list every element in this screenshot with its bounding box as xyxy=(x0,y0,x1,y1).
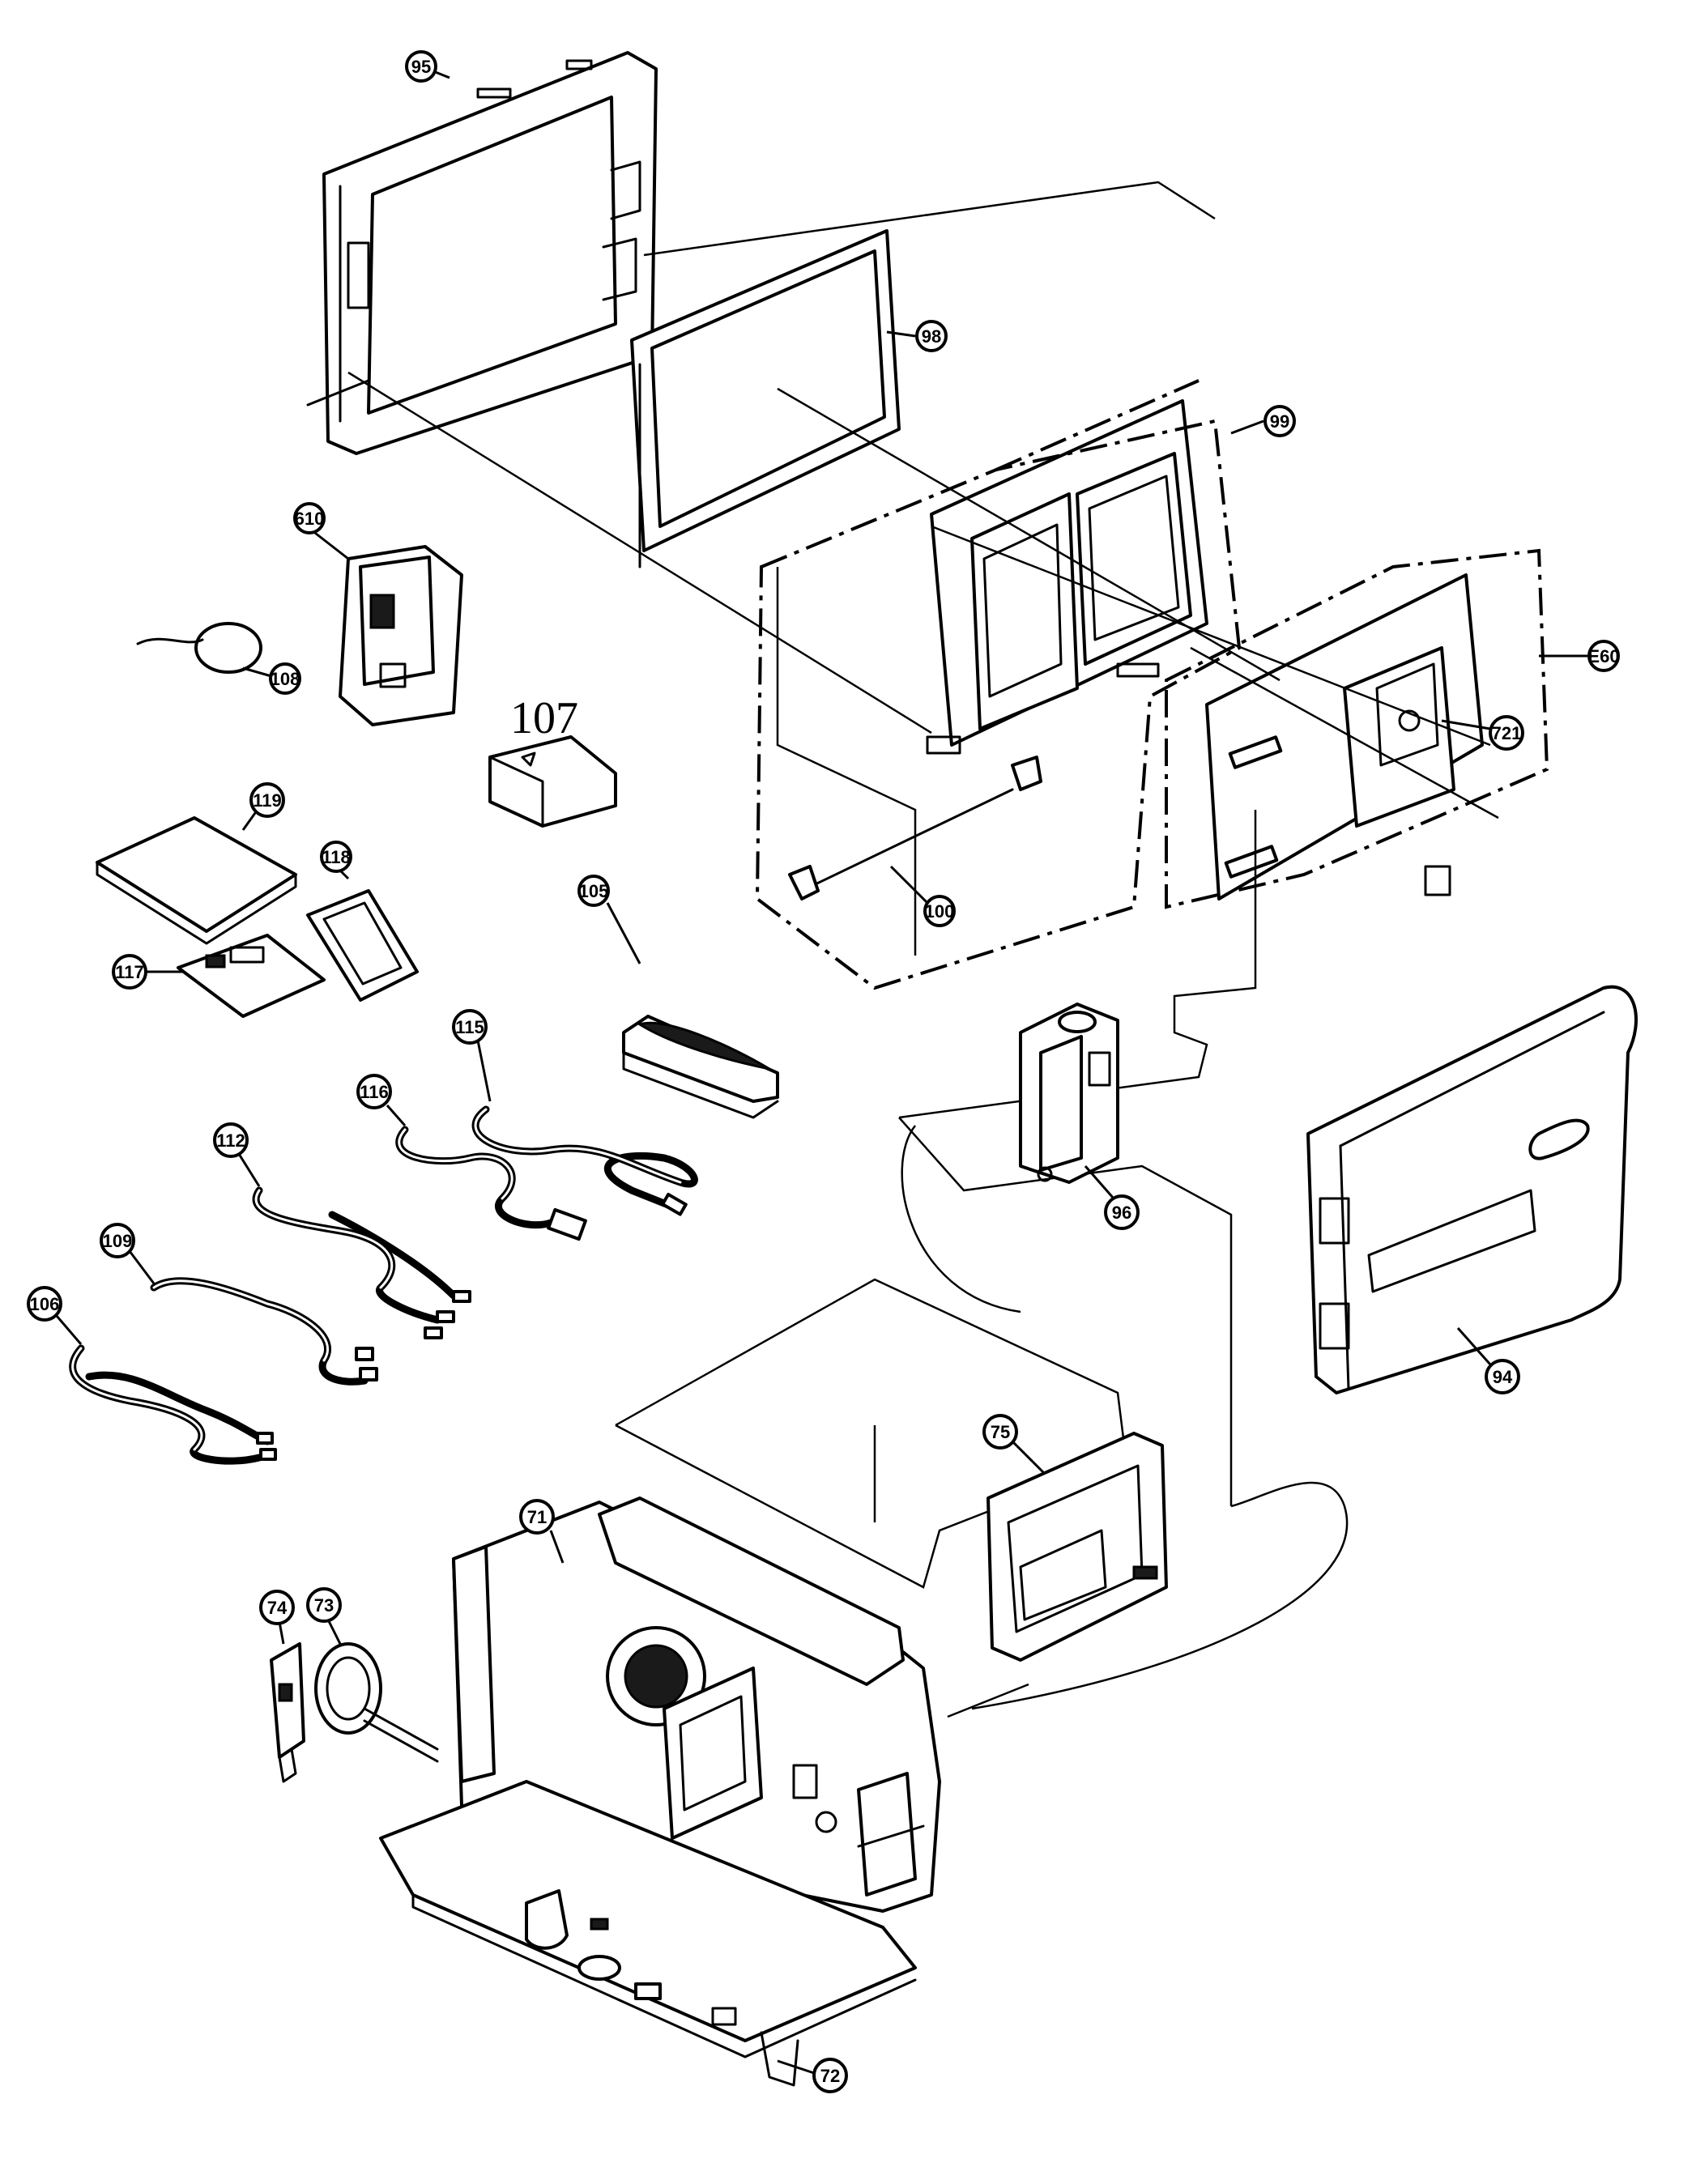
mechanism-bracket-part xyxy=(1019,1003,1119,1184)
svg-text:E60: E60 xyxy=(1587,646,1619,666)
lens-cap-strap-part xyxy=(136,622,262,674)
guide-lines xyxy=(347,181,1499,1718)
assembly-boundary-e60 xyxy=(1165,548,1549,909)
svg-text:99: 99 xyxy=(1270,411,1289,432)
card-adapter-part xyxy=(177,934,326,1018)
lcd-pcb-part xyxy=(1205,573,1484,900)
svg-text:117: 117 xyxy=(115,962,144,982)
assembly-boundary-top xyxy=(995,379,1200,471)
svg-text:118: 118 xyxy=(322,847,351,867)
svg-text:100: 100 xyxy=(925,901,955,922)
svg-text:107: 107 xyxy=(510,693,578,743)
dc-cable-part xyxy=(788,756,1042,900)
switch-bracket-part xyxy=(270,1642,305,1783)
callout-721: 721 xyxy=(1441,715,1524,751)
svg-text:95: 95 xyxy=(411,57,431,77)
assembly-boundary-99 xyxy=(755,419,1242,990)
callout-94: 94 xyxy=(1456,1327,1520,1394)
callout-105: 105 xyxy=(577,875,641,964)
side-cover-part xyxy=(1306,985,1638,1394)
callout-99: 99 xyxy=(1230,405,1296,437)
cable-115-part xyxy=(471,1105,698,1216)
callout-71: 71 xyxy=(519,1499,565,1564)
callout-118: 118 xyxy=(320,841,352,880)
svg-text:116: 116 xyxy=(360,1082,389,1102)
callout-108: 108 xyxy=(242,662,301,695)
callout-95: 95 xyxy=(405,50,450,83)
cable-112-part xyxy=(252,1186,471,1339)
svg-text:73: 73 xyxy=(314,1595,334,1616)
callout-116: 116 xyxy=(356,1074,407,1126)
shoulder-strap-part xyxy=(622,1015,779,1119)
callout-98: 98 xyxy=(886,320,948,352)
svg-text:106: 106 xyxy=(30,1294,60,1314)
callout-72: 72 xyxy=(777,2058,848,2093)
callout-74: 74 xyxy=(259,1590,295,1645)
callout-e60: E60 xyxy=(1539,640,1620,672)
svg-text:109: 109 xyxy=(103,1231,133,1251)
cable-106-part xyxy=(69,1344,277,1465)
svg-text:721: 721 xyxy=(1492,723,1522,743)
cable-116-part xyxy=(395,1126,587,1241)
callout-106: 106 xyxy=(27,1286,83,1345)
callout-610: 610 xyxy=(293,502,349,560)
lcd-front-frame-part xyxy=(306,51,658,455)
ac-adapter-part xyxy=(339,545,463,726)
svg-text:610: 610 xyxy=(295,509,325,529)
svg-text:98: 98 xyxy=(922,326,941,347)
svg-text:115: 115 xyxy=(455,1017,484,1037)
callout-96: 96 xyxy=(1084,1165,1140,1230)
svg-text:119: 119 xyxy=(253,790,282,811)
lcd-rear-frame-part xyxy=(926,399,1208,755)
svg-text:74: 74 xyxy=(267,1598,288,1618)
svg-text:72: 72 xyxy=(820,2066,840,2086)
main-pcb-part xyxy=(986,1432,1168,1662)
callout-119: 119 xyxy=(241,782,285,831)
svg-text:94: 94 xyxy=(1493,1367,1513,1387)
callout-109: 109 xyxy=(100,1223,156,1284)
callout-73: 73 xyxy=(306,1587,342,1645)
battery-pack-part xyxy=(488,735,617,828)
pulley-gear-part xyxy=(314,1642,439,1763)
svg-text:105: 105 xyxy=(579,881,609,901)
lcd-panel-part xyxy=(630,229,901,568)
cd-rom-case-part xyxy=(96,816,297,945)
svg-text:96: 96 xyxy=(1112,1203,1131,1223)
svg-text:108: 108 xyxy=(271,669,300,689)
svg-text:71: 71 xyxy=(527,1507,547,1527)
bottom-plate-part xyxy=(379,1780,917,2087)
callout-117: 117 xyxy=(112,954,182,990)
cable-109-part xyxy=(150,1277,378,1386)
callout-107: 107 xyxy=(510,693,578,743)
callout-75: 75 xyxy=(982,1414,1046,1475)
callout-112: 112 xyxy=(213,1122,261,1187)
callout-115: 115 xyxy=(452,1009,492,1102)
svg-text:112: 112 xyxy=(216,1130,245,1151)
memory-card-part xyxy=(306,889,419,1002)
svg-text:75: 75 xyxy=(991,1422,1010,1442)
callout-100: 100 xyxy=(889,865,956,927)
